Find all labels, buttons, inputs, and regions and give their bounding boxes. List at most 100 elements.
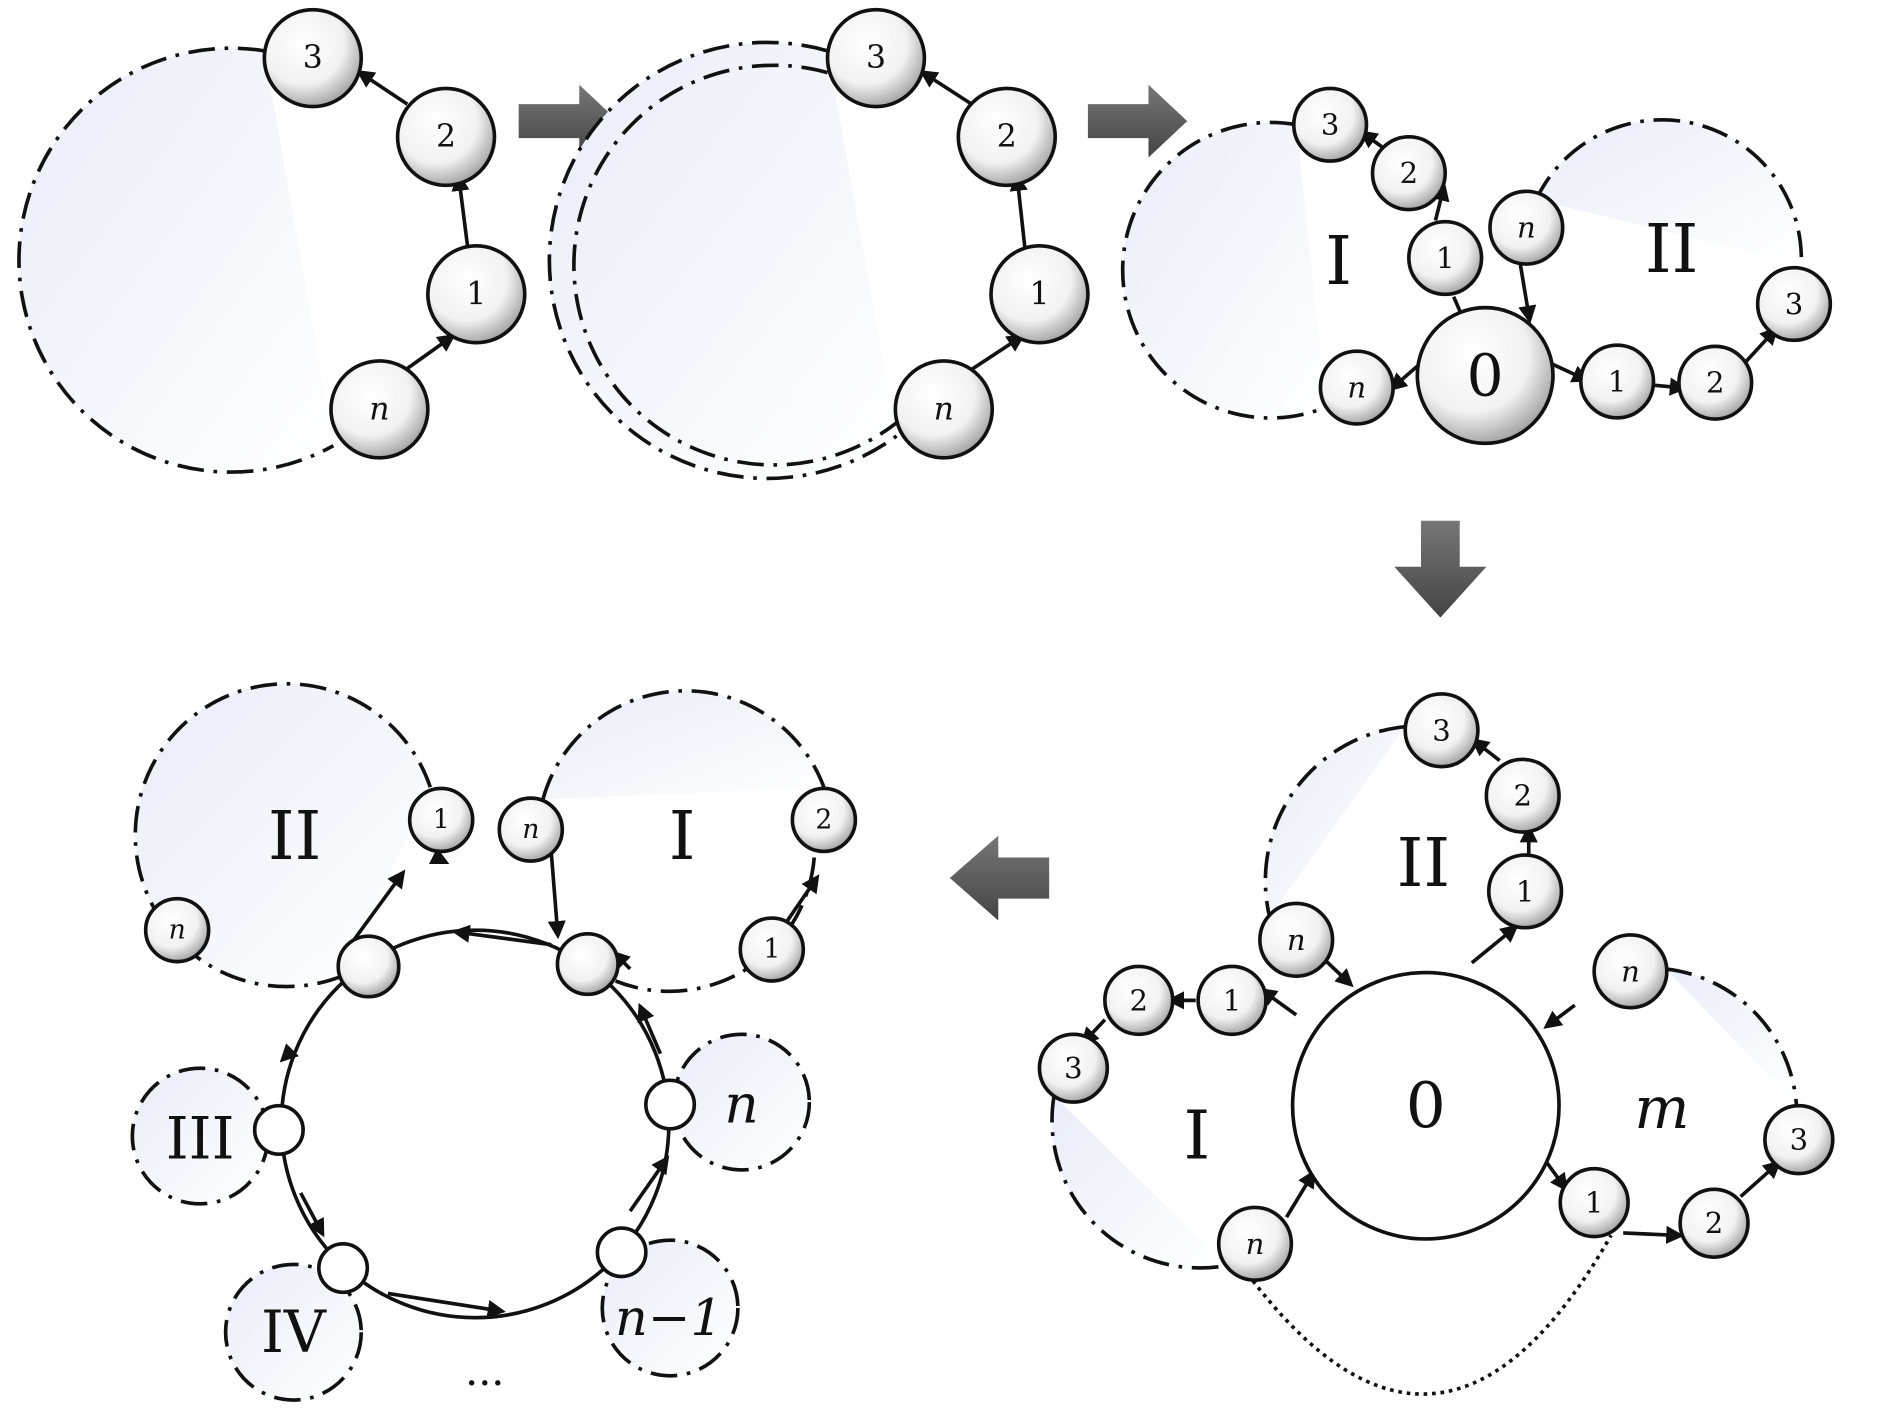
cycle-loop [1246, 1234, 1613, 1396]
node-ball: n [143, 896, 211, 964]
node-ball: n [1488, 189, 1565, 266]
edge-arrow [451, 172, 470, 249]
edge-arrow [428, 847, 450, 864]
node-ball: 1 [738, 916, 806, 983]
node-circle [1216, 1205, 1294, 1282]
node-ball: n [329, 359, 430, 460]
node-circle [1488, 189, 1565, 266]
cycle-loop [547, 40, 898, 481]
region-label: II [1645, 209, 1699, 288]
junction-node [252, 1103, 305, 1157]
region-label: n [724, 1074, 758, 1136]
node-ball: 3 [1763, 1103, 1835, 1176]
node-ball: 1 [1407, 219, 1484, 297]
node-circle [956, 86, 1058, 188]
node-ball: 1 [1579, 343, 1656, 420]
node-circle [1370, 135, 1448, 212]
node-label: 2 [997, 119, 1017, 155]
node-circle [497, 796, 565, 863]
node-label: 1 [1029, 276, 1049, 312]
region-label: II [1397, 823, 1451, 902]
cycle-loop [541, 689, 826, 800]
node-ball: 2 [1677, 344, 1754, 421]
node-circle [738, 916, 806, 983]
node-ball: 3 [1037, 1032, 1110, 1104]
node-ball: 3 [1291, 86, 1369, 163]
node-ball: 1 [1558, 1166, 1630, 1239]
region-label: II [268, 796, 322, 875]
node-ball: 2 [1370, 135, 1448, 212]
region-label: IV [261, 1298, 327, 1366]
edge-arrow [1431, 182, 1450, 221]
edge-arrow [387, 1291, 506, 1319]
cycle-loop [17, 46, 335, 474]
edge-arrow [1470, 924, 1519, 965]
node-ball: n [893, 359, 995, 460]
cycle-loop [572, 63, 904, 467]
node-ball: 2 [1678, 1187, 1750, 1259]
node-circle [426, 244, 527, 345]
junction-node [555, 931, 620, 997]
node-circle [1755, 265, 1833, 343]
node-circle [1579, 343, 1656, 420]
node-ball: n [1592, 933, 1669, 1010]
region-label: m [1634, 1074, 1689, 1142]
cycle-loop [1120, 120, 1328, 420]
cycle-loop [1263, 724, 1406, 918]
edge-arrow [1284, 1169, 1316, 1219]
node-circle [1677, 344, 1754, 421]
node-label: 2 [1513, 779, 1531, 813]
node-circle [1403, 692, 1480, 769]
node-label: n [934, 391, 954, 427]
node-label: 1 [433, 804, 450, 835]
node-circle [1592, 933, 1669, 1010]
node-ball: 3 [1403, 692, 1480, 769]
cycle-loop [133, 682, 432, 989]
node-circle [1484, 757, 1561, 834]
edges [17, 40, 1804, 1402]
node-ball: 0 [1290, 970, 1561, 1241]
node-circle [1407, 219, 1484, 297]
node-circle [262, 7, 364, 109]
node-circle [395, 86, 497, 188]
node-ball: n [1318, 349, 1395, 426]
edge-arrow [628, 1155, 670, 1213]
node-label: n [1347, 371, 1366, 405]
node-label: n [169, 915, 186, 946]
region-label: I [1325, 221, 1352, 300]
node-circle [893, 359, 995, 460]
edge-arrow [1080, 1018, 1107, 1046]
edge-arrow [547, 853, 566, 940]
edge-arrow [1623, 1225, 1685, 1244]
node-label: n [522, 814, 539, 845]
cycle-loop [1665, 967, 1799, 1105]
node-label: 3 [1321, 108, 1339, 142]
left-arrow-icon [949, 835, 1050, 921]
edge-arrow [637, 1002, 663, 1055]
node-ball: 1 [1196, 964, 1268, 1037]
edge-arrow [1545, 1161, 1568, 1192]
node-ball: n [1216, 1205, 1294, 1282]
node-label: 1 [466, 276, 486, 312]
junction-node [595, 1226, 648, 1279]
node-circle [1290, 970, 1561, 1241]
node-circle [1415, 305, 1555, 446]
node-circle [1291, 86, 1369, 163]
node-circle [1103, 964, 1175, 1037]
edge-arrow [1470, 738, 1501, 763]
edge-arrow [786, 874, 820, 922]
node-ball: 3 [262, 7, 364, 109]
node-ball: 1 [426, 244, 527, 345]
node-ball: 1 [1486, 853, 1564, 930]
node-label: 2 [1130, 983, 1148, 1017]
node-ball: 2 [395, 86, 497, 188]
node-label: 2 [815, 804, 832, 835]
node-label: 1 [1436, 241, 1454, 275]
cycle-loop [1534, 118, 1804, 265]
node-label: 1 [1223, 983, 1241, 1017]
edge-arrow [1543, 1003, 1576, 1029]
edge-arrow [1549, 361, 1591, 383]
region-label: I [1184, 1095, 1211, 1174]
node-ball: 2 [956, 86, 1058, 188]
